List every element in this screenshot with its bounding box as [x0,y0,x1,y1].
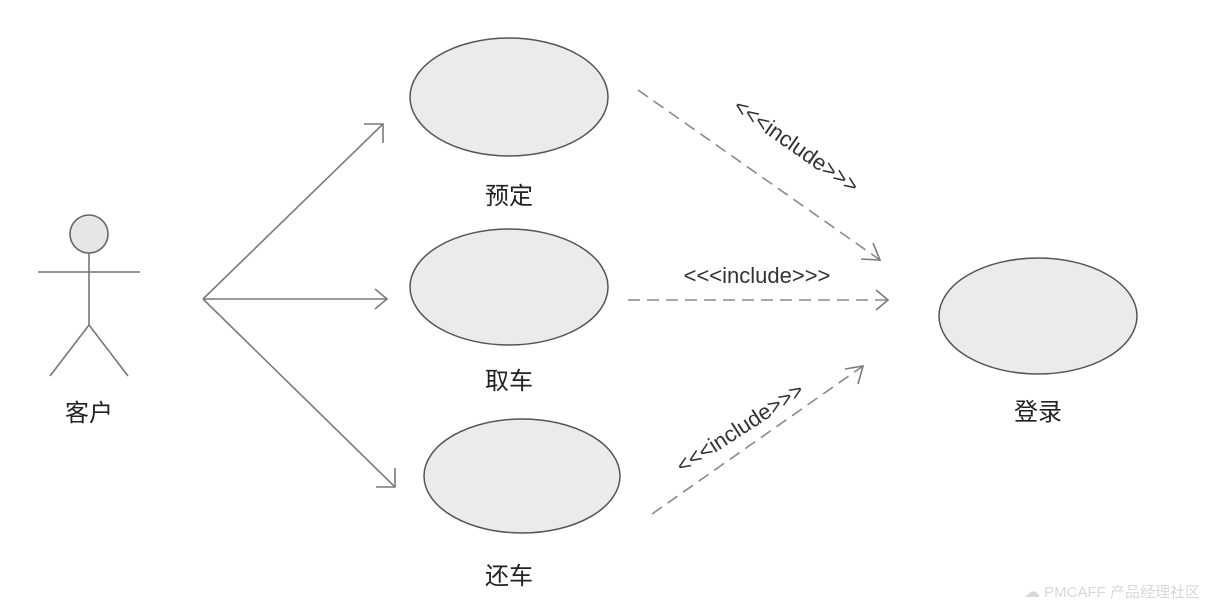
association-return [202,298,396,488]
use-case-pickup-ellipse [409,228,609,346]
use-case-login-ellipse [938,257,1138,375]
actor-label: 客户 [65,399,113,427]
use-case-reserve-ellipse [409,37,609,157]
use-case-login-label: 登录 [1014,398,1062,426]
actor-left-leg [49,324,90,377]
use-case-pickup: 取车 [409,228,609,395]
association-reserve-arrowhead [364,123,384,143]
use-case-pickup-label: 取车 [485,367,533,395]
use-case-login: 登录 [938,257,1138,426]
use-case-return-label: 还车 [485,562,533,590]
actor-right-leg [88,324,129,377]
associations [202,123,396,488]
include-label-return: <<<include>>> [672,377,809,478]
use-case-reserve-label: 预定 [485,182,533,210]
actor-customer: 客户 [38,214,140,427]
actor-head [69,214,109,254]
include-reserve-login: <<<include>>> [637,89,882,261]
watermark-text: PMCAFF 产品经理社区 [1044,584,1200,601]
association-return-arrowhead [376,468,396,488]
include-line-return [651,365,864,515]
include-return-login: <<<include>>> [651,365,865,515]
include-pickup-login: <<<include>>> [628,263,890,311]
include-arrowhead-reserve [860,242,882,261]
include-line-reserve [637,89,881,261]
include-arrowhead-pickup [875,289,890,311]
use-case-return: 还车 [423,418,621,590]
include-label-pickup: <<<include>>> [684,263,831,288]
association-reserve [202,123,384,300]
include-label-reserve: <<<include>>> [729,94,864,199]
use-case-return-ellipse [423,418,621,534]
use-case-reserve: 预定 [409,37,609,210]
include-arrowhead-return [844,365,865,385]
association-pickup-arrowhead [374,288,389,310]
pmcaff-logo-icon: ☁ [1024,583,1041,601]
watermark: ☁ PMCAFF 产品经理社区 [1024,581,1200,602]
